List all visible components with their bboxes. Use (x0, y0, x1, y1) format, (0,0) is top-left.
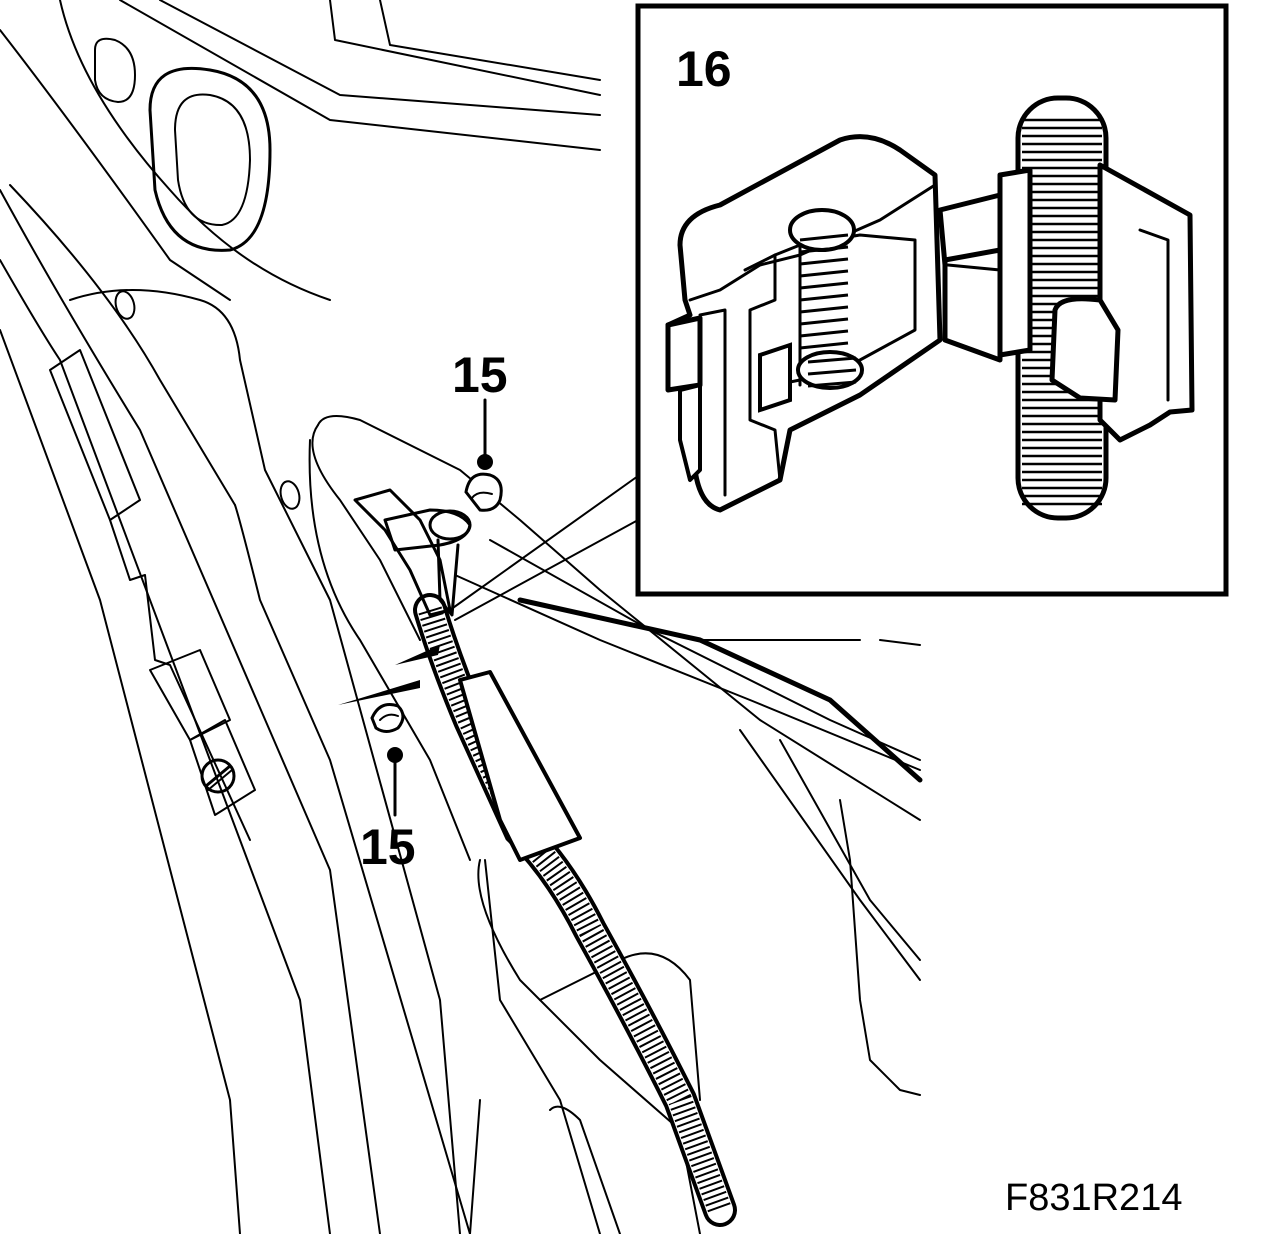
rod-clip (937, 162, 1195, 443)
figure-code: F831R214 (1005, 1177, 1182, 1219)
wiring-conduit (413, 593, 737, 1227)
connector (353, 488, 472, 617)
detail-inset (635, 3, 1229, 597)
fastener-top-callout-label: 15 (452, 347, 508, 403)
inset-callout-label: 16 (676, 41, 732, 97)
fastener-clip-bottom (370, 703, 405, 733)
fastener-clip-top (464, 472, 503, 512)
c-bracket (665, 134, 943, 513)
body-panel (0, 0, 923, 1234)
cable-sleeve (458, 670, 582, 862)
screw-icon (200, 758, 236, 794)
leader-lines (387, 398, 639, 817)
fastener-bottom-callout-label: 15 (360, 819, 416, 875)
